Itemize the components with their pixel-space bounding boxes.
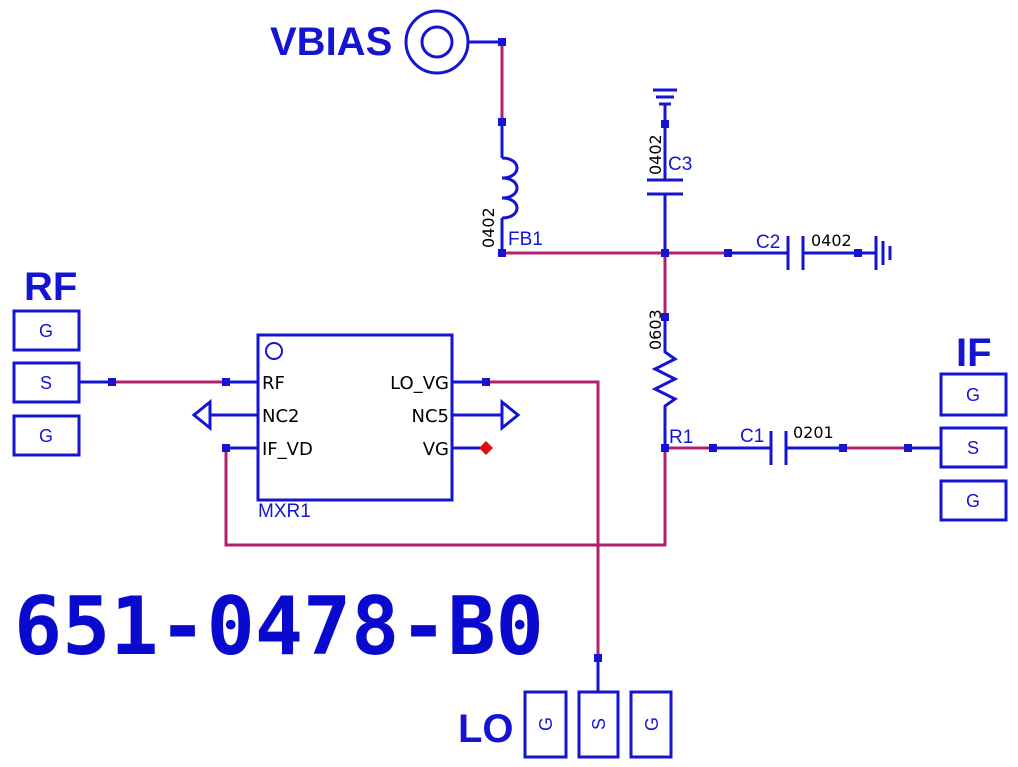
- rf-port-title: RF: [24, 265, 77, 309]
- c2-package: 0402: [811, 231, 852, 250]
- c3-pin-top: [661, 120, 669, 128]
- mixer-pin-label-lovg: LO_VG: [390, 373, 449, 394]
- c1-package: 0201: [793, 423, 834, 442]
- lo-port[interactable]: LO G S G: [458, 654, 673, 759]
- rf-pad-g-bottom-label: G: [39, 426, 53, 446]
- lo-pad-s: [577, 690, 620, 759]
- vbias-pin: [498, 38, 506, 46]
- r1-ref: R1: [669, 427, 693, 448]
- if-port[interactable]: IF G S G: [904, 331, 1008, 522]
- mixer-rf-pin: [222, 378, 230, 386]
- c2-pin-right: [854, 249, 862, 257]
- if-pad-g-bottom: [939, 479, 1008, 522]
- if-pad-g-top: [939, 372, 1008, 417]
- rf-pad-g-bottom: [12, 414, 81, 457]
- c2-plates-icon: [786, 236, 805, 270]
- noconnect-arrow-icon: [500, 398, 521, 432]
- rf-pin: [108, 378, 116, 386]
- lo-pad-g-left-label: G: [536, 717, 556, 731]
- c3-package: 0402: [646, 134, 665, 175]
- fb1-ref: FB1: [508, 229, 543, 250]
- resistor-zigzag-icon: [651, 317, 679, 448]
- if-port-title: IF: [956, 331, 992, 375]
- if-pin: [904, 444, 912, 452]
- rf-pad-s: [12, 361, 81, 404]
- mixer-ref: MXR1: [258, 501, 311, 522]
- mixer-pin-label-nc2: NC2: [262, 406, 300, 427]
- mixer-ifvd-pin: [222, 444, 230, 452]
- mixer-pin-label-ifvd: IF_VD: [262, 439, 313, 460]
- mixer-pin-label-vg: VG: [423, 439, 449, 460]
- c3-plates-icon: [647, 178, 683, 196]
- noconnect-arrow-icon: [191, 398, 212, 432]
- c2-ref: C2: [756, 232, 780, 253]
- c1-plates-icon: [769, 431, 788, 465]
- mixer-body: [256, 333, 454, 502]
- vbias-outer-ring: [404, 9, 470, 75]
- fb1-component[interactable]: 0402 FB1: [479, 118, 543, 257]
- if-pad-g-top-label: G: [966, 385, 980, 405]
- rf-pad-s-label: S: [40, 373, 52, 393]
- c3-ref: C3: [668, 154, 692, 175]
- lo-port-title: LO: [458, 707, 514, 751]
- pin1-marker-icon: [265, 342, 283, 360]
- c1-component[interactable]: C1 0201: [709, 423, 847, 465]
- r1-package: 0603: [646, 309, 665, 350]
- r1-pin-bottom: [661, 444, 669, 452]
- ground-icon: [874, 236, 892, 270]
- rf-port[interactable]: RF G S G: [12, 265, 116, 457]
- rf-pad-g-top: [12, 309, 81, 352]
- c3-component[interactable]: 0402 C3: [646, 88, 692, 257]
- part-number: 651-0478-B0: [14, 580, 544, 673]
- vbias-connector[interactable]: VBIAS: [270, 9, 506, 75]
- lo-pad-g-left: [523, 690, 568, 759]
- mixer-mxr1[interactable]: RF NC2 IF_VD LO_VG NC5 VG MXR1: [191, 333, 521, 522]
- fb1-package: 0402: [479, 207, 498, 248]
- fb1-pin-bottom: [498, 249, 506, 257]
- mixer-pin-label-rf: RF: [262, 373, 285, 394]
- unconnected-pin-icon: [479, 441, 493, 455]
- c2-component[interactable]: C2 0402: [724, 231, 892, 270]
- vbias-label: VBIAS: [270, 20, 392, 64]
- lo-pad-s-label: S: [589, 718, 609, 730]
- vbias-inner-ring: [420, 25, 454, 59]
- wire-lo-mixer: [486, 380, 600, 658]
- wires: [112, 42, 908, 658]
- c1-ref: C1: [740, 426, 764, 447]
- mixer-pin-label-nc5: NC5: [412, 406, 450, 427]
- if-pad-s-label: S: [967, 438, 979, 458]
- fb1-coil-icon: [501, 156, 519, 220]
- node-junction: [661, 249, 669, 257]
- lo-pad-g-right-label: G: [642, 717, 662, 731]
- rf-pad-g-top-label: G: [39, 321, 53, 341]
- lo-pad-g-right: [629, 690, 673, 759]
- wire-ifvd-r1: [224, 448, 667, 547]
- mixer-lovg-pin: [482, 378, 490, 386]
- c1-pin-right: [839, 444, 847, 452]
- r1-component[interactable]: 0603 R1: [646, 309, 693, 452]
- ground-icon: [653, 88, 677, 106]
- if-pad-g-bottom-label: G: [966, 491, 980, 511]
